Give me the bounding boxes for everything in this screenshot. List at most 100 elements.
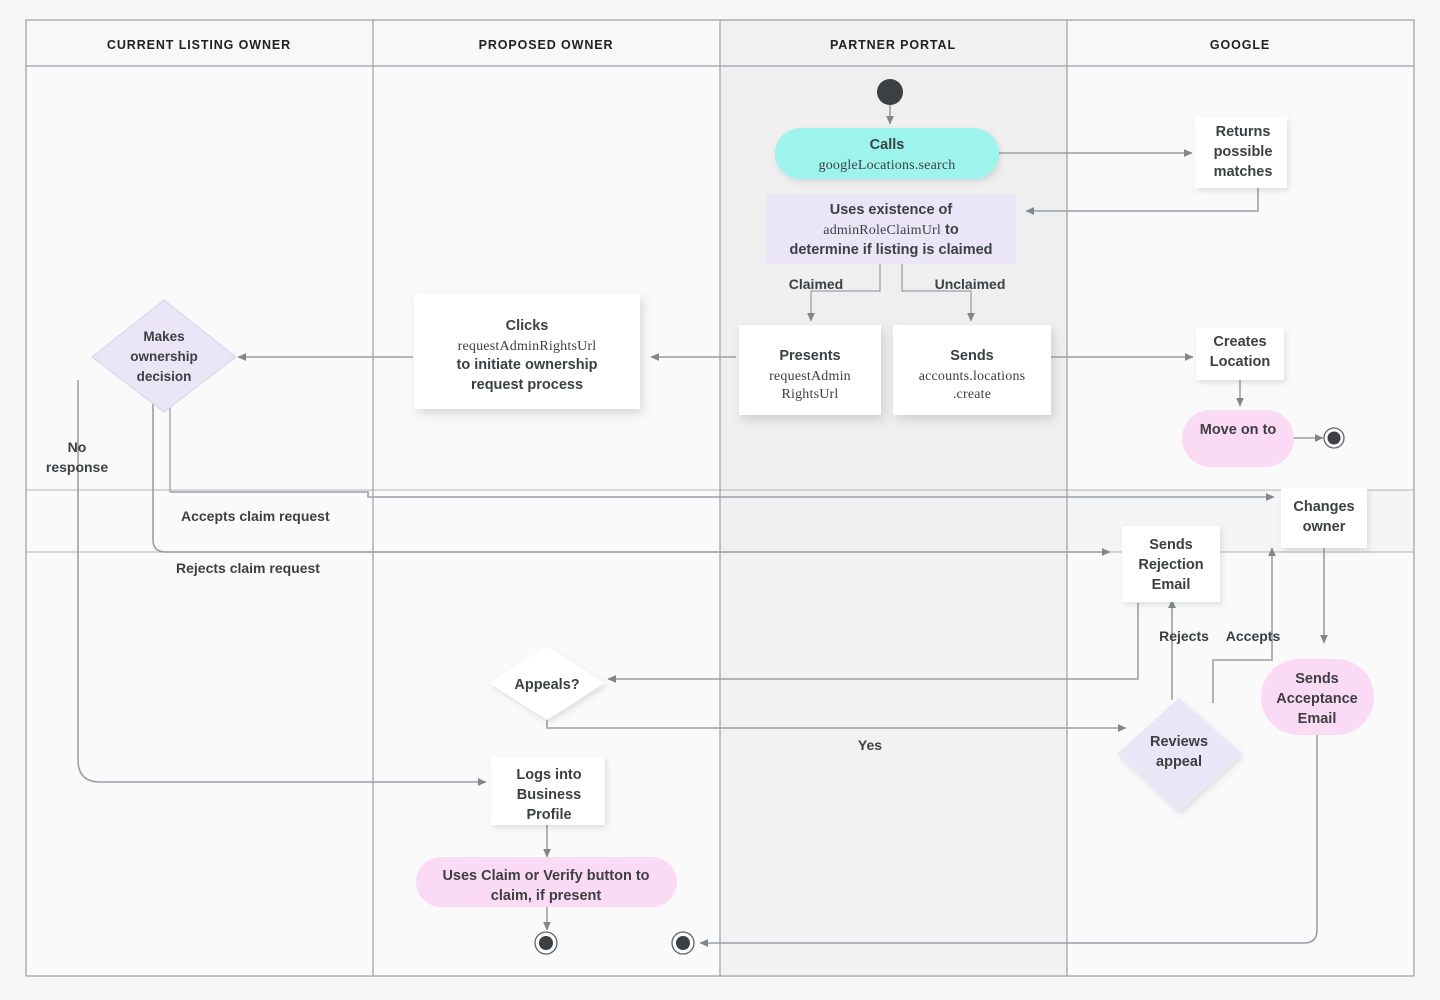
node-label-reviews-appeal-line1: Reviews	[1150, 734, 1208, 750]
node-label-makes-decision-line1: Makes	[143, 329, 184, 344]
edge-label-no-response-line1: No	[68, 439, 87, 455]
node-label-uses-existence-line3: determine if listing is claimed	[789, 242, 992, 258]
node-label-uses-existence-code: adminRoleClaimUrl	[823, 223, 941, 238]
lane-header-partner-portal: PARTNER PORTAL	[830, 38, 956, 52]
node-start-circle[interactable]	[877, 79, 903, 105]
node-presents-request-admin-rights-url[interactable]	[739, 325, 881, 415]
node-end-proposed-owner[interactable]	[534, 931, 558, 955]
node-label-uses-existence-code-suffix: to	[941, 222, 959, 238]
node-end-google[interactable]	[1323, 427, 1345, 449]
node-uses-existence-of-admin-role-claim-url[interactable]	[766, 195, 1016, 264]
node-label-rejection-email-line1: Sends	[1149, 537, 1193, 553]
edge-label-rejects: Rejects	[1159, 628, 1209, 644]
node-move-on-to[interactable]	[1182, 410, 1294, 467]
node-label-reviews-appeal-line2: appeal	[1156, 754, 1202, 770]
node-reviews-appeal[interactable]	[1117, 698, 1242, 812]
node-label-acceptance-email-line3: Email	[1298, 711, 1337, 727]
node-label-clicks-line4: request process	[471, 377, 583, 393]
node-presents-labels: Presents requestAdmin RightsUrl	[769, 348, 851, 402]
node-label-uses-existence-line1: Uses existence of	[830, 202, 953, 218]
node-label-rejection-email-line2: Rejection	[1138, 557, 1203, 573]
edge-reviews-accepts-to-changes-owner	[1212, 547, 1276, 703]
node-label-presents-line2: requestAdmin	[769, 369, 851, 384]
node-sends-rejection-email[interactable]	[1122, 526, 1220, 602]
node-label-uses-existence-line2: adminRoleClaimUrl to	[823, 222, 959, 238]
node-makes-ownership-decision[interactable]	[91, 299, 237, 413]
edge-label-accepts-claim-request: Accepts claim request	[181, 508, 330, 524]
node-sends-acceptance-email[interactable]	[1261, 659, 1374, 735]
node-label-sends-create-line2: accounts.locations	[919, 369, 1026, 384]
lane-header-current-listing-owner: CURRENT LISTING OWNER	[107, 38, 291, 52]
edge-labels: Claimed Unclaimed No response Accepts cl…	[46, 276, 1281, 753]
lane-header-proposed-owner: PROPOSED OWNER	[479, 38, 614, 52]
node-end-partner-portal[interactable]	[671, 931, 695, 955]
edge-label-unclaimed: Unclaimed	[935, 276, 1006, 292]
node-sends-create-labels: Sends accounts.locations .create	[919, 348, 1026, 402]
node-label-uses-claim-line1: Uses Claim or Verify button to	[442, 868, 649, 884]
flow-connectors	[77, 104, 1328, 947]
node-label-changes-owner-line1: Changes	[1293, 499, 1354, 515]
node-creates-location[interactable]	[1196, 328, 1284, 380]
edge-rejection-email-to-appeals	[607, 603, 1139, 683]
node-label-logs-in-line2: Business	[517, 787, 581, 803]
node-logs-into-business-profile-labels: Logs into Business Profile	[516, 767, 581, 823]
node-changes-owner[interactable]	[1281, 488, 1367, 548]
node-label-logs-in-line3: Profile	[526, 807, 571, 823]
node-reviews-appeal-labels: Reviews appeal	[1150, 734, 1208, 770]
node-label-clicks-line1: Clicks	[506, 318, 549, 334]
node-returns-possible-matches[interactable]	[1195, 117, 1287, 188]
node-sends-accounts-locations-create[interactable]	[893, 325, 1051, 415]
node-label-presents-line1: Presents	[779, 348, 840, 364]
node-calls-google-locations-search-labels: Calls googleLocations.search	[819, 137, 956, 173]
edge-label-claimed: Claimed	[789, 276, 843, 292]
node-creates-location-labels: Creates Location	[1210, 334, 1270, 370]
edge-uses-existence-unclaimed	[901, 264, 975, 322]
node-sends-acceptance-email-labels: Sends Acceptance Email	[1276, 671, 1357, 727]
node-calls-google-locations-search[interactable]	[775, 128, 999, 179]
node-label-creates-location-line1: Creates	[1213, 334, 1266, 350]
node-label-returns-line2: possible	[1214, 144, 1273, 160]
node-label-changes-owner-line2: owner	[1303, 519, 1346, 535]
node-clicks-request-admin-rights-url[interactable]	[414, 294, 640, 409]
node-changes-owner-labels: Changes owner	[1293, 499, 1354, 535]
edge-uses-existence-claimed	[807, 264, 881, 322]
edge-accepts-to-changes-owner	[170, 491, 1275, 501]
swimlane-header-row: CURRENT LISTING OWNER PROPOSED OWNER PAR…	[26, 20, 1414, 66]
node-label-appeals: Appeals?	[514, 677, 579, 693]
node-label-sends-create-line1: Sends	[950, 348, 994, 364]
edge-label-no-response-line2: response	[46, 459, 108, 475]
node-appeals[interactable]	[489, 646, 605, 720]
node-uses-claim-or-verify-button[interactable]	[416, 857, 677, 907]
edge-label-accepts: Accepts	[1226, 628, 1281, 644]
edge-no-response-to-logs-in	[77, 379, 487, 786]
lane-header-google: GOOGLE	[1210, 38, 1270, 52]
node-label-logs-in-line1: Logs into	[516, 767, 581, 783]
node-label-returns-line3: matches	[1214, 164, 1273, 180]
node-label-acceptance-email-line2: Acceptance	[1276, 691, 1357, 707]
node-label-sends-create-line3: .create	[953, 387, 991, 402]
node-uses-existence-labels: Uses existence of adminRoleClaimUrl to d…	[789, 202, 992, 258]
node-label-clicks-line3: to initiate ownership	[457, 357, 598, 373]
node-uses-claim-or-verify-labels: Uses Claim or Verify button to claim, if…	[442, 868, 649, 904]
node-makes-ownership-decision-labels: Makes ownership decision	[130, 329, 198, 384]
node-label-creates-location-line2: Location	[1210, 354, 1270, 370]
node-returns-possible-matches-labels: Returns possible matches	[1214, 124, 1273, 180]
node-label-acceptance-email-line1: Sends	[1295, 671, 1339, 687]
node-label-makes-decision-line2: ownership	[130, 349, 198, 364]
node-label-makes-decision-line3: decision	[137, 369, 192, 384]
node-label-clicks-line2: requestAdminRightsUrl	[458, 339, 597, 354]
node-label-rejection-email-line3: Email	[1152, 577, 1191, 593]
node-label-uses-claim-line2: claim, if present	[491, 888, 602, 904]
edge-acceptance-email-to-end	[699, 733, 1318, 947]
edge-label-rejects-claim-request: Rejects claim request	[176, 560, 320, 576]
swimlane-backgrounds	[26, 66, 1414, 976]
node-label-calls-line2: googleLocations.search	[819, 158, 956, 173]
node-label-returns-line1: Returns	[1216, 124, 1271, 140]
edge-returns-to-uses-existence	[1025, 188, 1259, 215]
node-label-presents-line3: RightsUrl	[781, 387, 838, 402]
node-logs-into-business-profile[interactable]	[491, 757, 605, 825]
node-sends-rejection-email-labels: Sends Rejection Email	[1138, 537, 1203, 593]
edge-label-yes: Yes	[858, 737, 882, 753]
